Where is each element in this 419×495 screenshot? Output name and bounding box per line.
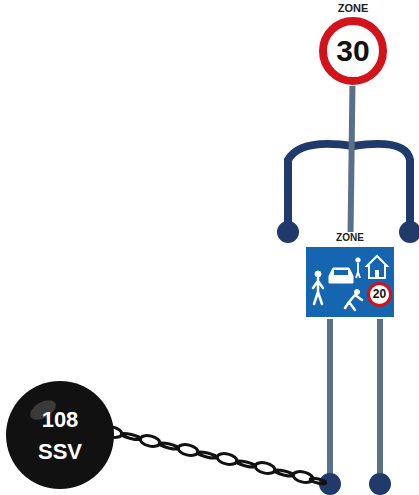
speed-number: 20: [367, 287, 392, 302]
encounter-zone-sign: ZONE 20: [305, 232, 395, 318]
left-hand: [277, 221, 299, 243]
speed-number: 30: [318, 34, 388, 68]
chain: [101, 425, 326, 485]
speed-limit-disc: 20: [367, 282, 392, 307]
neck-connector: [351, 86, 353, 232]
zone-heading: ZONE: [305, 232, 395, 244]
ball-outline: [5, 380, 115, 490]
left-leg: [327, 318, 333, 478]
right-foot: [369, 473, 391, 495]
zone-heading: ZONE: [318, 2, 388, 14]
right-hand: [399, 221, 419, 243]
speed-zone-sign: ZONE 30: [318, 0, 388, 86]
black-ball: [6, 381, 114, 489]
ball-and-chain: 108 SSV: [5, 380, 115, 490]
right-leg: [377, 318, 383, 478]
ball-label: 108 SSV: [25, 404, 95, 468]
left-arm: [288, 144, 353, 224]
right-arm: [353, 144, 410, 224]
blue-panel: [305, 246, 395, 318]
